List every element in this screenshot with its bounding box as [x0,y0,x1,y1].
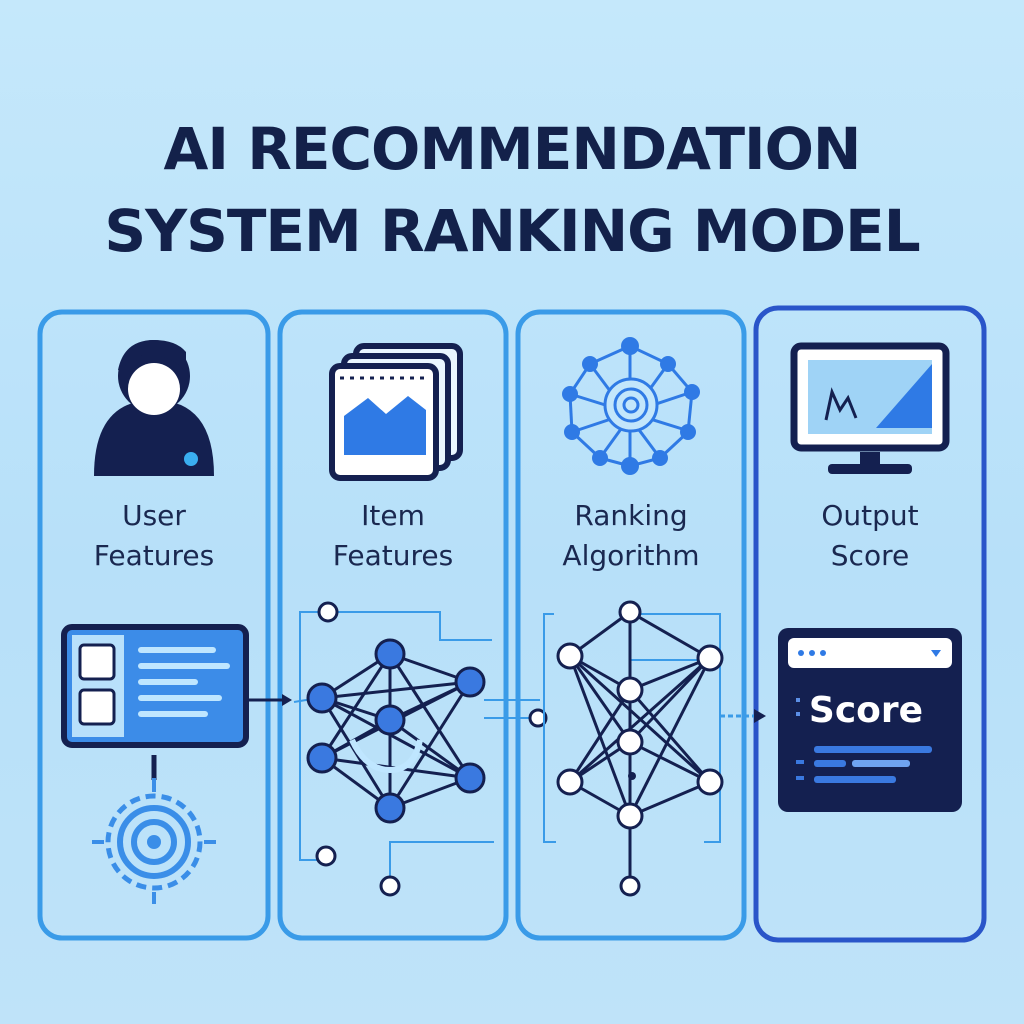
panel-output-score [753,305,987,943]
user-features-window [61,624,249,748]
label-output-line2: Score [830,539,910,572]
arrow-head-user-to-item [282,694,292,706]
link-item-to-ranking [484,699,540,719]
score-label: Score [808,690,924,731]
panel-user-features [37,309,271,941]
label-user-line1: User [122,499,186,532]
label-ranking-line1: Ranking [574,499,688,532]
title-line-2: SYSTEM RANKING MODEL [104,197,920,265]
label-output-score: Output Score [750,496,990,576]
label-user-line2: Features [93,539,215,572]
monitor-chart-icon [790,342,950,474]
diagram-title: AI RECOMMENDATION SYSTEM RANKING MODEL [0,108,1024,272]
label-user-features: User Features [34,496,274,576]
label-item-features: Item Features [273,496,513,576]
user-icon [94,340,214,476]
label-item-line1: Item [361,499,425,532]
panel-item-features [277,309,509,941]
label-ranking-algorithm: Ranking Algorithm [511,496,751,576]
network-icon [562,337,700,475]
item-features-network [293,601,494,897]
gear-target-icon [92,778,216,904]
link-node [528,708,548,728]
label-output-line1: Output [821,499,919,532]
label-item-line2: Features [332,539,454,572]
arrow-head-ranking-to-output [754,709,766,723]
ranking-network [543,600,724,897]
score-card [778,628,962,812]
label-ranking-line2: Algorithm [562,539,700,572]
title-line-1: AI RECOMMENDATION [163,115,862,183]
panel-ranking-algorithm [515,309,747,941]
image-cards-icon [329,343,463,481]
